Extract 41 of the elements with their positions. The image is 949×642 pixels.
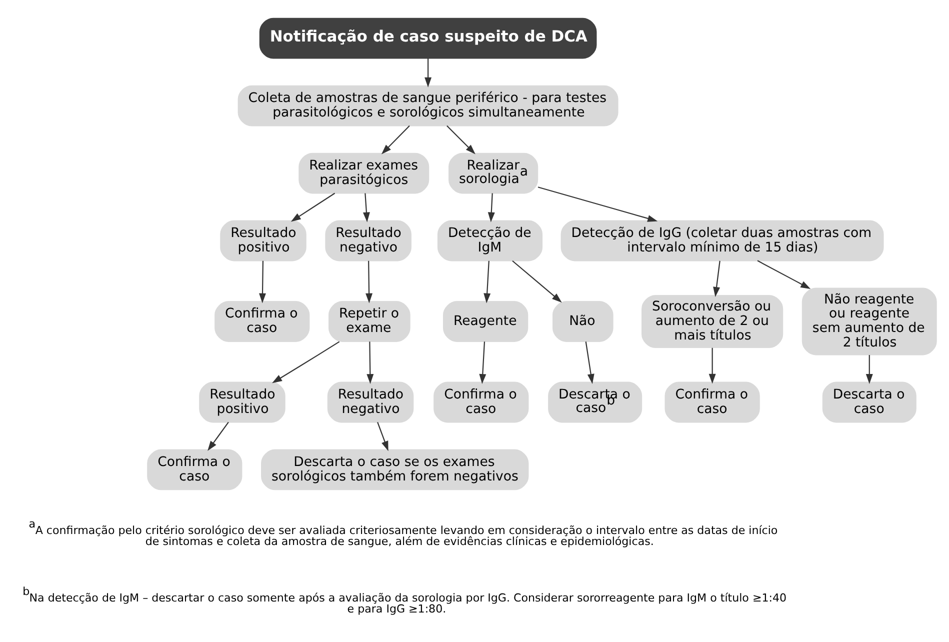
arrow (290, 192, 336, 222)
node-box: Confirma o caso (147, 448, 242, 490)
arrow (512, 260, 562, 302)
node-box: Notificação de caso suspeito de DCA (259, 17, 597, 58)
arrow (259, 260, 266, 303)
node-box: Soroconversão ou aumento de 2 ou mais títulos (642, 294, 784, 348)
arrow (446, 124, 476, 154)
node-box: Confirma o caso (664, 381, 760, 422)
arrow (208, 421, 229, 450)
arrow (538, 186, 658, 222)
node-box: Não (552, 300, 614, 342)
node-box: Descarta o caso se os exames sorológicos também forem negativos (261, 448, 529, 490)
node-box: Resultado positivo (220, 220, 306, 261)
node-box: Repetir o exame (328, 300, 410, 342)
arrow (585, 341, 594, 384)
node-box: Detecção de IgG (coletar duas amostras com intervalo mínimo de 15 dias) (560, 220, 884, 261)
node-box: Não reagente ou reagente sem aumento de 2 títulos (802, 287, 937, 355)
node-box: Detecção de IgM (437, 220, 543, 261)
arrow (479, 341, 486, 384)
arrow (424, 58, 432, 87)
node-box: Confirma o caso (434, 381, 529, 422)
node-box: Resultado positivo (199, 381, 286, 422)
arrow (484, 260, 491, 303)
arrow (757, 260, 811, 289)
node-box: Reagente (442, 300, 528, 342)
arrow (272, 340, 340, 383)
arrow (362, 192, 370, 222)
arrow (381, 124, 410, 154)
node-box: Resultado negativo (327, 381, 414, 422)
node-box: Realizar exames parasitógicos (298, 152, 430, 194)
arrow (366, 260, 373, 303)
arrow (713, 260, 720, 296)
arrow (708, 347, 716, 384)
arrow (488, 192, 495, 222)
arrow (866, 354, 873, 384)
node-box: Coleta de amostras de sangue periférico - para testes parasitológicos e sorológicos simultaneamente (238, 84, 618, 126)
node-box: Descarta o caso (822, 381, 916, 422)
node-box: Resultado negativo (325, 220, 412, 261)
arrow (377, 422, 388, 451)
node-box: Confirma o caso (214, 300, 310, 342)
arrow (366, 341, 374, 384)
